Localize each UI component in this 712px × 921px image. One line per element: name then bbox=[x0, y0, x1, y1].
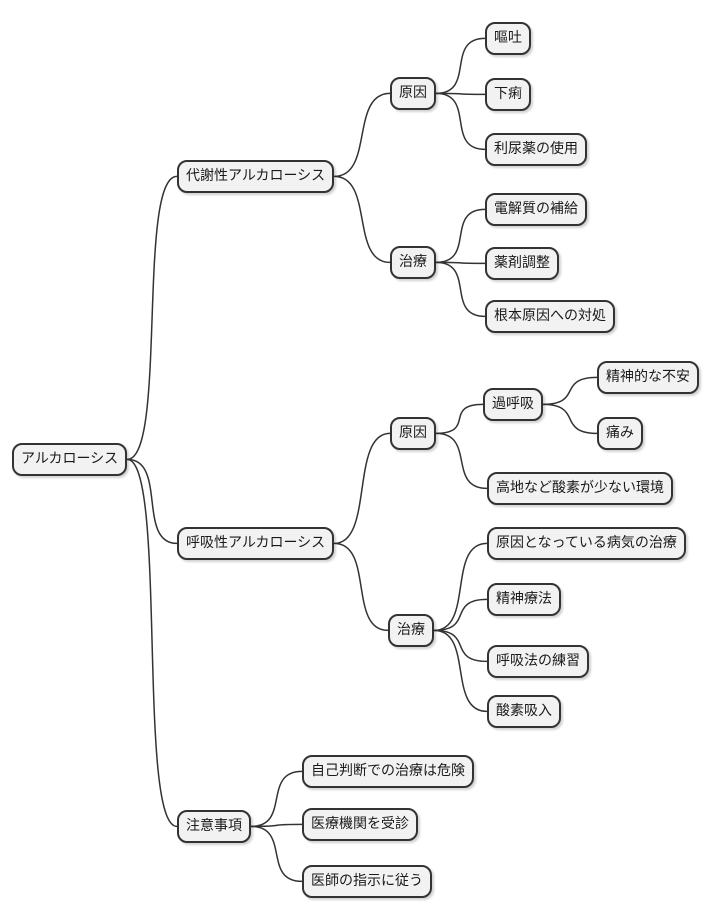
edge-hyperventilation-to-anxiety bbox=[542, 376, 598, 406]
mindmap-node-respiratory: 呼吸性アルカローシス bbox=[177, 527, 335, 560]
edge-r-treatment-to-psychotherapy bbox=[433, 598, 488, 632]
mindmap-node-cause-metabolic: 原因 bbox=[390, 77, 436, 110]
edge-respiratory-to-r-cause bbox=[334, 432, 391, 545]
mindmap-node-cause-respiratory: 原因 bbox=[390, 417, 436, 450]
edge-root-to-metabolic bbox=[127, 175, 178, 461]
mindmap-node-precautions: 注意事項 bbox=[177, 810, 251, 843]
edge-r-cause-to-low-oxygen bbox=[435, 432, 488, 490]
mindmap-node-vomiting: 嘔吐 bbox=[485, 22, 531, 55]
edge-m-cause-to-diuretics bbox=[435, 92, 486, 151]
edge-r-treatment-to-breathing-practice bbox=[433, 629, 488, 663]
mindmap-node-oxygen-inhalation: 酸素吸入 bbox=[487, 695, 561, 728]
mindmap-node-electrolyte: 電解質の補給 bbox=[485, 193, 587, 226]
edge-precautions-to-self-treatment-danger bbox=[250, 770, 303, 828]
mindmap-node-diuretics: 利尿薬の使用 bbox=[485, 133, 587, 166]
mindmap-node-pain: 痛み bbox=[597, 417, 643, 450]
edge-r-treatment-to-oxygen-inhalation bbox=[433, 629, 488, 713]
mindmap-node-diarrhea: 下痢 bbox=[485, 78, 531, 111]
edge-r-treatment-to-disease-treatment bbox=[433, 542, 488, 632]
edge-m-treatment-to-electrolyte bbox=[435, 208, 486, 264]
edge-root-to-respiratory bbox=[127, 458, 178, 545]
edge-root-to-precautions bbox=[126, 458, 178, 828]
edge-hyperventilation-to-pain bbox=[542, 403, 598, 435]
mindmap-node-follow-instructions: 医師の指示に従う bbox=[302, 865, 432, 898]
mindmap-node-metabolic: 代謝性アルカローシス bbox=[177, 160, 335, 193]
mindmap-node-root-cause: 根本原因への対処 bbox=[485, 300, 615, 333]
edge-metabolic-to-m-cause bbox=[334, 92, 391, 178]
edge-precautions-to-see-doctor bbox=[250, 823, 303, 828]
edge-m-cause-to-diarrhea bbox=[435, 92, 486, 96]
edge-r-cause-to-hyperventilation bbox=[435, 403, 484, 435]
edge-respiratory-to-r-treatment bbox=[334, 542, 389, 632]
mindmap-node-med-adjustment: 薬剤調整 bbox=[485, 247, 559, 280]
mindmap-node-low-oxygen: 高地など酸素が少ない環境 bbox=[487, 472, 673, 505]
mindmap-node-treatment-metabolic: 治療 bbox=[390, 246, 436, 279]
mindmap-node-breathing-practice: 呼吸法の練習 bbox=[487, 645, 589, 678]
edge-metabolic-to-m-treatment bbox=[334, 175, 391, 264]
edge-m-cause-to-vomiting bbox=[435, 37, 486, 95]
edge-m-treatment-to-med-adjustment bbox=[435, 261, 486, 265]
mindmap-node-root: アルカローシス bbox=[12, 443, 128, 476]
mindmap-node-see-doctor: 医療機関を受診 bbox=[302, 808, 418, 841]
mindmap-node-self-treatment-danger: 自己判断での治療は危険 bbox=[302, 755, 474, 788]
mindmap-node-hyperventilation: 過呼吸 bbox=[483, 388, 543, 421]
mindmap-node-disease-treatment: 原因となっている病気の治療 bbox=[487, 527, 686, 560]
edge-precautions-to-follow-instructions bbox=[250, 825, 303, 883]
mindmap-node-psychotherapy: 精神療法 bbox=[487, 583, 561, 616]
mindmap-node-anxiety: 精神的な不安 bbox=[597, 361, 699, 394]
mindmap-node-treatment-respiratory: 治療 bbox=[388, 614, 434, 647]
edge-m-treatment-to-root-cause bbox=[435, 261, 486, 318]
